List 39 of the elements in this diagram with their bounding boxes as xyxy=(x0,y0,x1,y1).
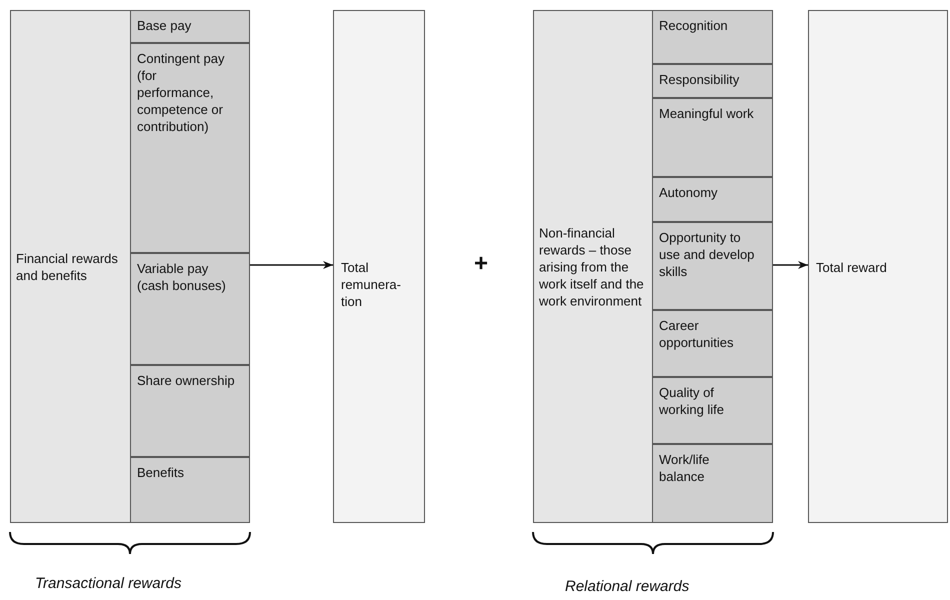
arrow xyxy=(773,261,808,269)
box-label: Share ownership xyxy=(137,372,235,389)
box-label: Autonomy xyxy=(659,184,719,201)
panel-label: Financial rewards and benefits xyxy=(16,250,119,284)
box-label: Work/life balance xyxy=(659,451,710,485)
reward-box xyxy=(130,457,250,523)
plus-sign: + xyxy=(474,250,488,278)
box-label: Variable pay (cash bonuses) xyxy=(137,260,227,294)
group-caption: Transactional rewards xyxy=(35,575,182,592)
box-label: Quality of working life xyxy=(659,384,726,418)
reward-box xyxy=(652,10,773,64)
category-panel xyxy=(10,10,250,523)
box-label: Meaningful work xyxy=(659,105,755,122)
box-label: Total reward xyxy=(816,259,888,276)
reward-box xyxy=(652,310,773,377)
reward-box xyxy=(130,43,250,253)
reward-box xyxy=(652,377,773,444)
category-panel xyxy=(533,10,773,523)
box-label: Base pay xyxy=(137,17,192,34)
box-label: Career opportunities xyxy=(659,317,734,351)
reward-box xyxy=(652,64,773,98)
box-label: Benefits xyxy=(137,464,185,481)
arrow xyxy=(250,261,333,269)
reward-box xyxy=(130,10,250,43)
reward-box xyxy=(130,365,250,457)
box-label: Responsibility xyxy=(659,71,740,88)
result-box xyxy=(333,10,425,523)
reward-box xyxy=(652,177,773,222)
group-caption: Relational rewards xyxy=(565,578,690,595)
box-label: Total remunera-tion xyxy=(341,259,402,310)
box-label: Opportunity to use and develop skills xyxy=(659,229,756,280)
box-label: Contingent pay (for performance, competence or contribution) xyxy=(137,50,226,135)
box-label: Recognition xyxy=(659,17,729,34)
reward-box xyxy=(130,253,250,365)
result-box xyxy=(808,10,948,523)
reward-box xyxy=(652,222,773,310)
reward-box xyxy=(652,98,773,177)
reward-box xyxy=(652,444,773,523)
panel-label: Non-financial rewards – those arising from the work itself and the work environment xyxy=(539,224,645,309)
